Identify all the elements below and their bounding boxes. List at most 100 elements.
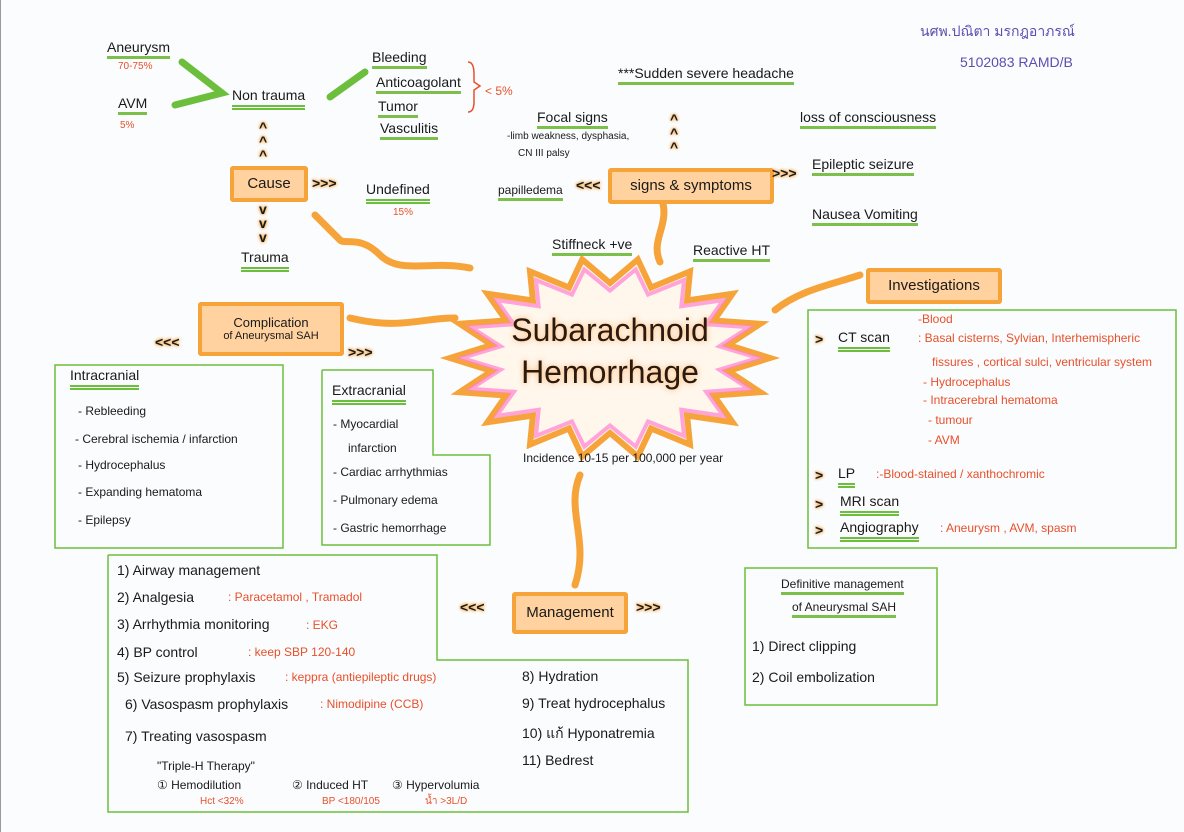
mri-scan: MRI scan xyxy=(840,493,900,517)
epileptic-seizure: Epileptic seizure xyxy=(812,156,914,177)
management-item: 1) Airway management xyxy=(117,562,261,578)
title-line1: Subarachnoid xyxy=(511,312,709,348)
center-starburst xyxy=(439,254,781,462)
stiffneck: Stiffneck +ve xyxy=(552,236,633,257)
cause-node: Cause xyxy=(230,166,308,202)
intracranial: Intracranial xyxy=(70,367,140,391)
intracranial-item: - Epilepsy xyxy=(78,513,131,527)
definitive-frame xyxy=(744,567,938,706)
spiral-arrow-management xyxy=(571,471,584,589)
management-item: 6) Vasospasm prophylaxis xyxy=(125,696,289,712)
extracranial-item: - Pulmonary edema xyxy=(333,493,438,507)
intracranial-item: - Hydrocephalus xyxy=(78,458,166,472)
management-item: 4) BP control xyxy=(117,644,198,660)
ct-detail-1: : Basal cisterns, Sylvian, Interhemisphe… xyxy=(918,331,1141,345)
sudden-headache: ***Sudden severe headache xyxy=(618,65,794,86)
green-connector-aneurysm-avm xyxy=(171,58,230,109)
spiral-arrow-complication xyxy=(346,314,459,327)
focal-detail-2: CN III palsy xyxy=(518,148,570,159)
focal-signs: Focal signs xyxy=(537,109,608,130)
focal-detail-1: -limb weakness, dysphasia, xyxy=(507,131,630,142)
undefined: Undefined xyxy=(366,181,430,205)
intracranial-item: - Cerebral ischemia / infarction xyxy=(75,432,238,446)
hypervolemia: ③ Hypervolumia xyxy=(392,778,480,792)
loss-of-consciousness: loss of consciousness xyxy=(800,109,937,130)
hemodilution: ① Hemodilution xyxy=(157,778,242,792)
title-line2: Hemorrhage xyxy=(521,353,699,390)
non-trauma: Non trauma xyxy=(232,87,306,111)
up-arrows: ^^^ xyxy=(259,119,268,163)
definitive-item: 2) Coil embolization xyxy=(752,669,875,685)
cause-other-4: Vasculitis xyxy=(380,120,439,141)
management-detail: : keep SBP 120-140 xyxy=(248,645,356,659)
ct-detail-3: - Hydrocephalus xyxy=(923,375,1011,389)
extracranial: Extracranial xyxy=(332,382,406,406)
right-arrows-signs: >>> xyxy=(772,165,797,181)
avm: AVM xyxy=(118,95,148,116)
author-id: 5102083 RAMD/B xyxy=(960,54,1073,70)
complication-line2: of Aneurysmal SAH xyxy=(223,330,319,343)
ct-detail-6: - AVM xyxy=(928,433,960,447)
management-detail: : keppra (antiepileptic drugs) xyxy=(285,670,437,684)
author-name: นศพ.ปณิตา มรกฎอาภรณ์ xyxy=(920,23,1075,39)
investigations-node: Investigations xyxy=(866,268,1002,304)
hemodilution-detail: Hct <32% xyxy=(200,796,244,807)
extracranial-item: - Cardiac arrhythmias xyxy=(333,465,448,479)
center-title: Subarachnoid Hemorrhage xyxy=(470,310,750,393)
intracranial-item: - Expanding hematoma xyxy=(78,485,203,499)
definitive-item: 1) Direct clipping xyxy=(752,638,857,654)
definitive-title-2: of Aneurysmal SAH xyxy=(792,600,897,619)
management-item: 3) Arrhythmia monitoring xyxy=(117,616,270,632)
left-arrows-signs: <<< xyxy=(576,177,601,193)
management-item: 2) Analgesia xyxy=(117,589,195,605)
angiography: Angiography xyxy=(840,519,919,543)
management-detail: : EKG xyxy=(306,618,339,632)
aneurysm: Aneurysm xyxy=(107,39,171,60)
ct-scan: CT scan xyxy=(838,329,890,353)
left-arrows-complication: <<< xyxy=(155,334,180,350)
center-starburst-pink xyxy=(455,266,765,450)
incidence: Incidence 10-15 per 100,000 per year xyxy=(523,451,724,465)
extracranial-frame xyxy=(321,369,491,546)
complication-node: Complication of Aneurysmal SAH xyxy=(198,302,344,356)
management-right-item: 11) Bedrest xyxy=(522,752,594,768)
nausea-vomiting: Nausea Vomiting xyxy=(812,206,918,227)
induced-ht-detail: BP <180/105 xyxy=(322,796,380,807)
left-arrows-management: <<< xyxy=(460,599,485,615)
ct-detail-0: -Blood xyxy=(918,312,953,326)
hypervolemia-detail: น้ำ >3L/D xyxy=(425,796,468,807)
right-arrows-management: >>> xyxy=(636,599,661,615)
management-right-item: 10) แก้ Hyponatremia xyxy=(522,725,655,741)
induced-ht: ② Induced HT xyxy=(292,778,369,792)
ct-detail-5: - tumour xyxy=(928,413,973,427)
ct-detail-2: fissures , cortical sulci, ventricular s… xyxy=(932,355,1153,369)
management-node: Management xyxy=(512,592,628,634)
extracranial-item: - Gastric hemorrhage xyxy=(333,521,447,535)
chevron-icon: > xyxy=(815,331,824,347)
right-arrows: >>> xyxy=(312,175,337,191)
spiral-arrow-investigations xyxy=(771,271,864,314)
intracranial-frame xyxy=(54,364,284,549)
triple-h: "Triple-H Therapy" xyxy=(157,759,255,773)
complication-line1: Complication xyxy=(233,314,309,330)
undefined-pct: 15% xyxy=(393,207,414,218)
green-connector-other xyxy=(326,68,369,101)
cause-other-1: Bleeding xyxy=(372,49,427,70)
management-right-item: 8) Hydration xyxy=(522,668,599,684)
chevron-icon: > xyxy=(815,522,824,538)
chevron-icon: > xyxy=(815,496,824,512)
signs-symptoms-node: signs & symptoms xyxy=(608,168,774,204)
chevron-icon: > xyxy=(815,467,824,483)
investigations-frame xyxy=(807,309,1177,549)
management-item: 7) Treating vasospasm xyxy=(125,728,267,744)
management-item: 5) Seizure prophylaxis xyxy=(117,669,256,685)
other-pct: < 5% xyxy=(485,84,513,98)
management-right-item: 9) Treat hydrocephalus xyxy=(522,695,666,711)
management-detail: : Paracetamol , Tramadol xyxy=(228,590,363,604)
arrow-signs xyxy=(653,196,668,266)
extracranial-item: - Myocardial xyxy=(333,417,399,431)
right-arrows-complication: >>> xyxy=(348,344,373,360)
